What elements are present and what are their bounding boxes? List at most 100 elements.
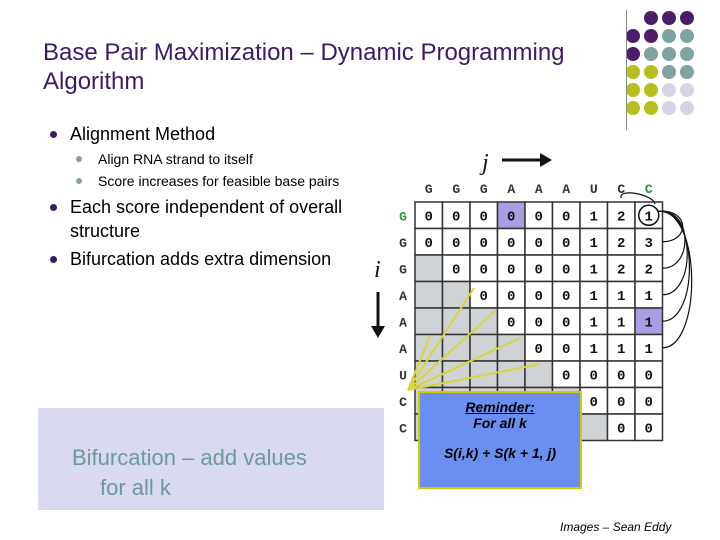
decorative-dot — [626, 47, 640, 61]
matrix-cell — [634, 386, 664, 415]
matrix-value: 1 — [617, 342, 625, 358]
i-axis-label: i — [374, 257, 381, 283]
decorative-dot — [680, 65, 694, 79]
matrix-cell — [414, 280, 444, 309]
matrix-cell — [606, 254, 636, 283]
matrix-value: 0 — [617, 368, 625, 384]
decorative-dot — [680, 47, 694, 61]
decorative-dot — [680, 83, 694, 97]
matrix-value: 2 — [617, 262, 625, 278]
matrix-value: 0 — [535, 236, 543, 252]
decorative-dot-grid — [626, 11, 694, 115]
matrix-cell — [496, 360, 526, 389]
row-letter: A — [399, 315, 407, 330]
matrix-cell — [469, 333, 499, 362]
matrix-cell — [606, 333, 636, 362]
matrix-value: 1 — [590, 315, 598, 331]
dependency-arrow — [658, 210, 691, 322]
decorative-dot — [626, 65, 640, 79]
matrix-value: 1 — [617, 315, 625, 331]
column-letter: A — [507, 182, 515, 197]
bullet-item: Alignment Method — [48, 122, 348, 146]
row-letter: U — [399, 368, 407, 383]
bifurcation-line-1: Bifurcation – add values — [72, 445, 307, 470]
matrix-value: 0 — [590, 368, 598, 384]
matrix-value: 1 — [590, 342, 598, 358]
matrix-value: 0 — [507, 315, 515, 331]
decorative-dot — [662, 83, 676, 97]
decorative-dot — [626, 29, 640, 43]
reminder-formula: S(i,k) + S(k + 1, j) — [443, 445, 557, 461]
matrix-value: 0 — [452, 262, 460, 278]
matrix-value: 0 — [507, 236, 515, 252]
matrix-value: 0 — [480, 289, 488, 305]
matrix-cell — [606, 201, 636, 230]
matrix-value: 0 — [480, 262, 488, 278]
bullet-item: Each score independent of overall struct… — [48, 195, 348, 243]
sub-bullet-item: Align RNA strand to itself — [48, 150, 348, 169]
row-letter: G — [399, 209, 407, 224]
decorative-dot — [626, 83, 640, 97]
bifurcation-line-2: for all k — [100, 475, 171, 500]
matrix-cell — [441, 201, 471, 230]
decorative-dot — [644, 83, 658, 97]
reminder-heading: Reminder: — [465, 399, 535, 415]
matrix-cell — [524, 280, 554, 309]
matrix-cell — [634, 227, 664, 256]
decorative-dot — [680, 101, 694, 115]
matrix-value: 0 — [562, 315, 570, 331]
matrix-cell — [414, 307, 444, 336]
matrix-value: 2 — [617, 209, 625, 225]
decorative-dot — [662, 29, 676, 43]
decorative-dot — [680, 29, 694, 43]
matrix-value: 1 — [617, 289, 625, 305]
image-credit: Images – Sean Eddy — [560, 520, 672, 534]
matrix-value: 0 — [507, 209, 515, 225]
matrix-value: 0 — [452, 236, 460, 252]
matrix-value: 0 — [645, 368, 653, 384]
column-letter: G — [452, 182, 460, 197]
matrix-value: 0 — [535, 315, 543, 331]
matrix-cell — [606, 386, 636, 415]
matrix-value: 1 — [645, 342, 653, 358]
matrix-value: 0 — [562, 342, 570, 358]
matrix-value: 0 — [590, 395, 598, 411]
matrix-value: 0 — [452, 209, 460, 225]
matrix-value: 0 — [425, 209, 433, 225]
matrix-value: 2 — [617, 236, 625, 252]
matrix-cell — [634, 413, 664, 442]
decorative-dot — [662, 47, 676, 61]
column-letter: C — [645, 182, 653, 197]
decorative-dot — [644, 65, 658, 79]
matrix-value: 0 — [617, 395, 625, 411]
matrix-value: 1 — [590, 289, 598, 305]
decorative-dot — [680, 11, 694, 25]
matrix-cell — [441, 360, 471, 389]
row-letter: A — [399, 289, 407, 304]
decorative-dot — [644, 101, 658, 115]
matrix-value: 0 — [617, 421, 625, 437]
matrix-cell — [551, 201, 581, 230]
bifurcation-callout: Bifurcation – add values for all k — [72, 443, 372, 503]
matrix-value: 0 — [535, 342, 543, 358]
decorative-dot — [626, 101, 640, 115]
row-letter: G — [399, 236, 407, 251]
bullet-item: Bifurcation adds extra dimension — [48, 247, 348, 271]
bifurcation-line — [407, 363, 541, 391]
matrix-value: 3 — [645, 236, 653, 252]
matrix-cell — [414, 201, 444, 230]
slide-title: Base Pair Maximization – Dynamic Program… — [43, 39, 565, 95]
matrix-value: 0 — [535, 209, 543, 225]
matrix-cell — [634, 360, 664, 389]
decorative-dot — [644, 11, 658, 25]
j-axis-label: j — [479, 150, 489, 176]
title-divider-line — [626, 10, 627, 130]
matrix-value: 0 — [507, 262, 515, 278]
matrix-cell — [441, 280, 471, 309]
matrix-value: 0 — [645, 421, 653, 437]
matrix-value: 1 — [645, 209, 653, 225]
reminder-box: Reminder: For all k S(i,k) + S(k + 1, j) — [418, 391, 582, 489]
matrix-value: 0 — [480, 236, 488, 252]
